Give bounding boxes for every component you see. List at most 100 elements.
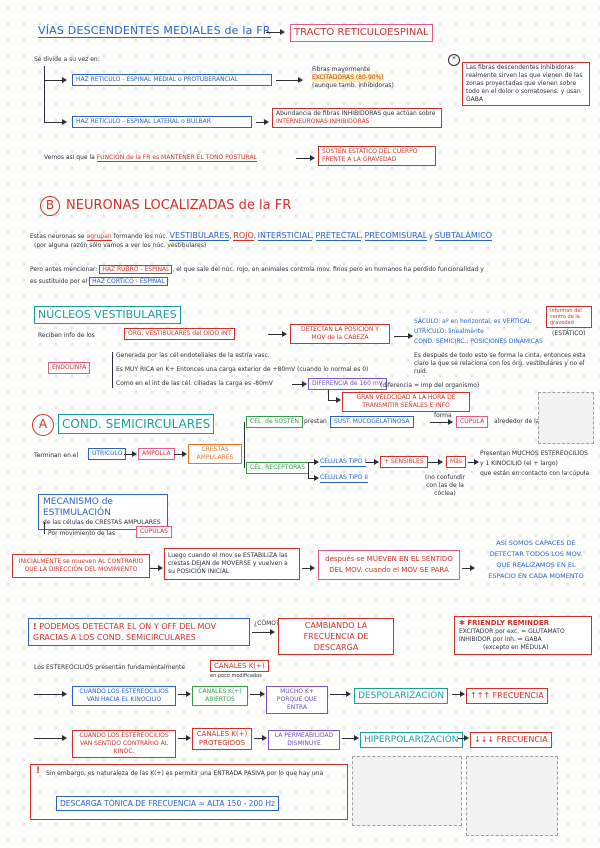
arrow [342,738,358,739]
cond-label: COND. SEMICIRC.: POSICIONES DINÁMICAS [414,338,543,345]
presentan-2: y 1 KINOCILIO (el + largo) [480,460,558,468]
section-letter-a: A [32,414,54,436]
arrow [428,462,442,463]
cambiando-box: CAMBIANDO LA FRECUENCIA DE DESCARGA [278,618,394,655]
arrow [178,738,190,739]
arrow [44,122,66,123]
arrow [308,478,318,479]
despues-text: Es después de todo esto se forma la cint… [414,352,594,376]
ampolla-box: AMPOLLA [138,448,175,460]
nuc-intersticial: INTERSTICIAL [258,231,312,241]
frecuencia-down-box: ↓↓↓ FRECUENCIA [470,732,552,748]
tracto-box: TRACTO RETICULOESPINAL [290,24,433,42]
vemos-function: FUNCIÓN de la FR es MANTENER EL TONO POS… [97,154,257,162]
arrow [34,738,66,739]
como-text: ¿CÓMO? [254,620,279,628]
ampulla-sketch-image [538,392,594,444]
bracket-line [244,422,245,468]
pero-line-2: es sustituido por el HAZ CÓRTICO - ESPIN… [30,278,168,286]
endolinfa-box: ENDOLINFA [48,362,90,374]
crestas-box: CRESTAS AMPULARES [188,444,242,464]
arrow [468,462,478,463]
arrow [328,400,340,401]
bracket-line [112,352,113,388]
arrow [178,694,190,695]
forma-text: forma [434,412,452,420]
saculo-text: SÁCULO: aº en horizontal, es VERTICAL [414,318,531,326]
pero-line: Pero antes mencionar: HAZ RUBRO - ESPINA… [30,266,484,274]
arrow [458,738,468,739]
arrow [366,462,378,463]
row2-perm-box: LA PERMEABILIDAD DISMINUYE [268,730,340,750]
despues-box: después se MUEVEN EN EL SENTIDO DEL MOV.… [318,550,460,580]
endo-3: Como en el int de las cél. ciliadas la c… [116,380,273,388]
detectan-box: DETECTAN LA POSICIÓN Y MOV de la CABEZA [290,324,390,344]
mas-box: Más [446,456,466,468]
lateral-note-2: INTERNEURONAS INHIBIDORAS [276,118,438,126]
prestan-text: prestan [304,418,327,426]
reminder-3: (excepto en MÉDULA) [459,644,587,652]
arrow [302,568,314,569]
cel-receptoras-box: CÉL. RECEPTORAS [246,462,309,474]
terminan-text: Terminan en el [34,452,78,460]
saculo-label: SÁCULO: aº en horizontal, es VERTICAL [414,318,531,325]
podemos-text: PODEMOS DETECTAR EL ON Y OFF DEL MOV GRA… [33,622,216,642]
row2-canales-box: CANALES K(+) PROTEGIDOS [192,728,252,750]
warning-icon: ! [36,766,40,776]
vemos-text: Vemos así que la FUNCIÓN de la FR es MAN… [44,154,257,162]
vemos-prefix: Vemos así que la [44,154,95,161]
canales-k-box: CANALES K(+) [210,660,269,672]
utriculo-box: UTRÍCULO [88,448,126,460]
podemos-box: ! PODEMOS DETECTAR EL ON Y OFF DEL MOV G… [28,618,250,646]
confundir-text: (no confundir con las de la cóclea) [420,474,470,498]
poco-text: en poco modificados [210,672,262,680]
vline [328,390,329,400]
haz-rubro-box: HAZ RUBRO - ESPINAL [99,265,172,274]
row1-mucho-box: MUCHO K+ PORQUE QUE ENTRA [266,686,328,714]
section-letter-b: B [40,196,60,216]
lateral-note-box: Abundancia de fibras INHIBIDORAS que act… [272,108,442,128]
bracket-line [44,66,45,122]
section-title-nucleos: NÚCLEOS VESTIBULARES [34,306,181,324]
row1-canales-box: CANALES K(+) ABIERTOS [192,686,248,706]
utriculo-label: UTRÍCULO: linealmente [414,328,484,335]
arrow [462,568,474,569]
asi-somos-text: ASÍ SOMOS CAPACES DE DETECTAR TODOS LOS … [482,538,590,582]
nuc-pretectal: PRETECTAL [316,231,361,241]
agrupan-mid: formando los núc. [114,233,168,240]
diferencia-box: DIFERENCIA de 160 mV [308,378,387,390]
estatico-text: (ESTÁTICO) [552,330,585,338]
los-est-text: Los ESTEREOCILIOS presentan fundamentalm… [34,664,185,672]
arrow [254,738,266,739]
tipo-1: CÉLULAS TIPO I [320,458,366,467]
star-icon: * [448,54,460,66]
inicial-box: INICIALMENTE se mueven AL CONTRARIO QUE … [12,554,150,578]
sin-embargo-text: Sin embargo, es naturaleza de las K(+) e… [46,770,336,778]
presentan-1: Presentan MUCHOS ESTEREOCILIOS [480,450,588,458]
medial-note-2: EXCITADORAS (80-90%) [312,74,384,82]
arrow [34,694,66,695]
medial-note-1: Fibras mayormente [312,66,370,74]
arrow [452,694,464,695]
reminder-title: FRIENDLY REMINDER [467,619,549,627]
side-note-box: Las fibras descendentes inhibidoras real… [462,62,590,106]
nuc-precomisural: PRECOMISURAL [365,231,428,241]
cel-sosten-box: CÉL. de SOSTÉN [246,416,303,428]
nuc-subtalamico: SUBTALÁMICO [435,231,492,241]
nuc-vestibulares: VESTIBULARES [169,231,229,241]
row2-cause-box: CUANDO LOS ESTEREOCILIOS VAN SENTIDO CON… [72,730,176,758]
arrow [276,80,302,81]
arrow [430,422,452,423]
informan-box: Informan del centro de la gravedad [546,306,592,328]
org-vestibulares-box: ÓRG. VESTIBULARES del OÍDO INT [124,328,235,340]
tipo-2: CÉLULAS TIPO II [320,474,368,483]
star-icon: ✱ [459,619,465,627]
haz-lateral-box: HAZ RETICULO - ESPINAL LATERAL o BULBAR [72,116,252,128]
por-mov-text: Por movimiento de las [48,530,115,538]
cupulas-box: CÚPULAS [136,526,172,538]
agrupan-line: Estas neuronas se agrupan formando los n… [30,232,492,241]
lateral-note-1: Abundancia de fibras INHIBIDORAS que act… [276,110,438,118]
arrow [330,694,350,695]
hair-cell-sketch-image [466,756,558,836]
reminder-1: EXCITADOR por exc. = GLUTAMATO [459,628,587,636]
